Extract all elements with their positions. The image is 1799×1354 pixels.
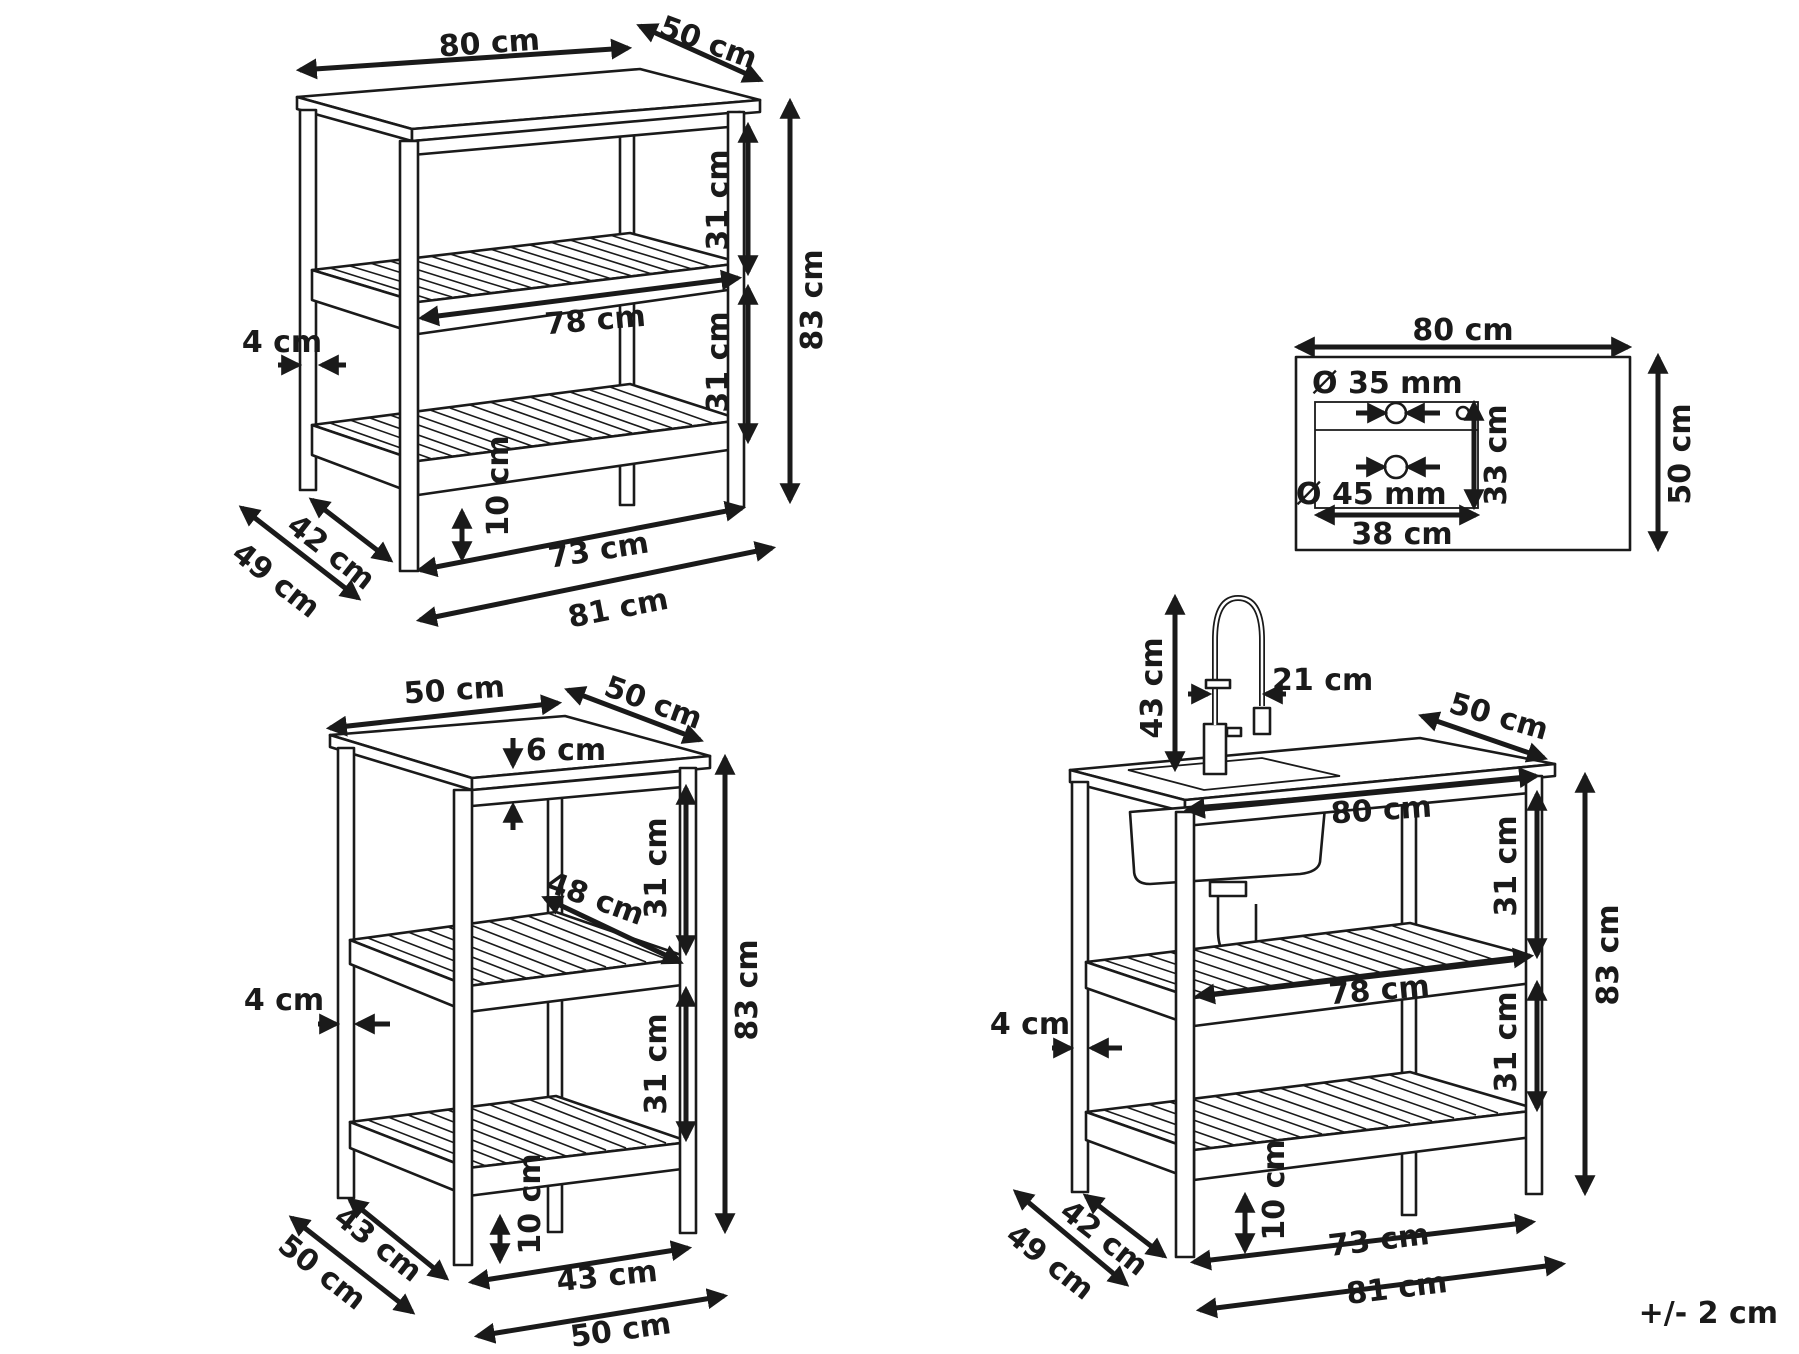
dim-height-1: 83 cm bbox=[795, 249, 830, 350]
dim-sink-depth: 50 cm bbox=[1663, 403, 1698, 504]
faucet-spout bbox=[1212, 594, 1265, 725]
dim-shelf-gap-lower-3: 31 cm bbox=[1489, 991, 1524, 1092]
dim-outer-width-1: 81 cm bbox=[565, 582, 671, 636]
dimension-lines-3 bbox=[1012, 593, 1596, 1319]
dim-height-2: 83 cm bbox=[730, 939, 765, 1040]
faucet-sprayer-head bbox=[1252, 706, 1272, 736]
dim-shelf-gap-lower-1: 31 cm bbox=[701, 311, 736, 412]
front-right-leg-3 bbox=[1524, 774, 1544, 1196]
dim-inner-width-3: 73 cm bbox=[1326, 1217, 1431, 1264]
lower-shelf-slats bbox=[329, 386, 713, 460]
dim-bottom-clearance-2: 10 cm bbox=[513, 1153, 548, 1254]
table-drawing-1: 80 cm 50 cm 31 cm 31 cm 83 cm 78 cm 4 cm… bbox=[225, 9, 830, 635]
dim-inner-width-1: 73 cm bbox=[546, 525, 651, 575]
dim-shelf-gap-upper-1: 31 cm bbox=[701, 149, 736, 250]
dim-leg-thickness-3: 4 cm bbox=[990, 1007, 1070, 1042]
dim-bottom-clearance-1: 10 cm bbox=[481, 435, 516, 536]
dim-sink-width: 80 cm bbox=[1412, 313, 1513, 348]
front-left-leg-3 bbox=[1174, 810, 1196, 1259]
faucet-base bbox=[1202, 722, 1228, 776]
front-left-leg-2 bbox=[452, 788, 474, 1267]
dimension-lines-1 bbox=[238, 23, 801, 627]
dim-top-depth-2: 50 cm bbox=[600, 669, 707, 737]
dim-tap-hole: Ø 35 mm bbox=[1312, 366, 1463, 401]
dim-tap-reach-3: 21 cm bbox=[1272, 663, 1373, 698]
dim-shelf-gap-upper-2: 31 cm bbox=[639, 817, 674, 918]
dim-height-3: 83 cm bbox=[1591, 904, 1626, 1005]
dim-top-width-2: 50 cm bbox=[403, 670, 506, 712]
dim-top-thickness-2: 6 cm bbox=[526, 733, 606, 768]
drain-hole bbox=[1383, 454, 1409, 480]
table-drawing-3: 43 cm 21 cm 50 cm 80 cm 31 cm 31 cm 83 c… bbox=[990, 593, 1626, 1319]
dim-outer-width-3: 81 cm bbox=[1344, 1265, 1449, 1312]
dim-bottom-clearance-3: 10 cm bbox=[1257, 1139, 1292, 1240]
table-drawing-2: 50 cm 50 cm 6 cm 31 cm 31 cm 48 cm 83 cm… bbox=[244, 669, 765, 1354]
dim-top-width-3: 80 cm bbox=[1330, 790, 1433, 832]
tap-hole bbox=[1384, 401, 1408, 425]
dim-tap-height-3: 43 cm bbox=[1135, 637, 1170, 738]
tabletop-side-edge bbox=[410, 98, 762, 143]
dim-shelf-gap-upper-3: 31 cm bbox=[1489, 815, 1524, 916]
dim-leg-thickness-1: 4 cm bbox=[242, 325, 322, 360]
dim-drain-hole: Ø 45 mm bbox=[1296, 477, 1447, 512]
drain-fitting bbox=[1208, 880, 1248, 898]
dim-top-width-1: 80 cm bbox=[438, 23, 541, 65]
tolerance-note: +/- 2 cm bbox=[1639, 1296, 1778, 1331]
faucet-lever bbox=[1225, 726, 1243, 738]
dim-leg-thickness-2: 4 cm bbox=[244, 983, 324, 1018]
dim-inner-width-2: 43 cm bbox=[555, 1254, 659, 1299]
tabletop-side-edge-2 bbox=[470, 754, 712, 792]
faucet-collar bbox=[1204, 678, 1232, 690]
dimension-lines-2 bbox=[288, 686, 736, 1344]
front-left-leg bbox=[398, 139, 420, 573]
dim-basin-width: 38 cm bbox=[1351, 517, 1452, 552]
dim-outer-width-2: 50 cm bbox=[568, 1306, 673, 1349]
dim-top-depth-3: 50 cm bbox=[1445, 686, 1552, 748]
sink-top-view: 80 cm 50 cm Ø 35 mm Ø 45 mm 33 cm 38 cm bbox=[1293, 313, 1698, 553]
dimension-lines-sink bbox=[1293, 336, 1669, 553]
faucet bbox=[1202, 594, 1272, 776]
dim-top-depth-1: 50 cm bbox=[655, 9, 762, 77]
left-leg-2 bbox=[336, 746, 356, 1200]
dim-basin-depth: 33 cm bbox=[1479, 404, 1514, 505]
dim-shelf-gap-lower-2: 31 cm bbox=[639, 1013, 674, 1114]
small-hole bbox=[1455, 405, 1471, 421]
